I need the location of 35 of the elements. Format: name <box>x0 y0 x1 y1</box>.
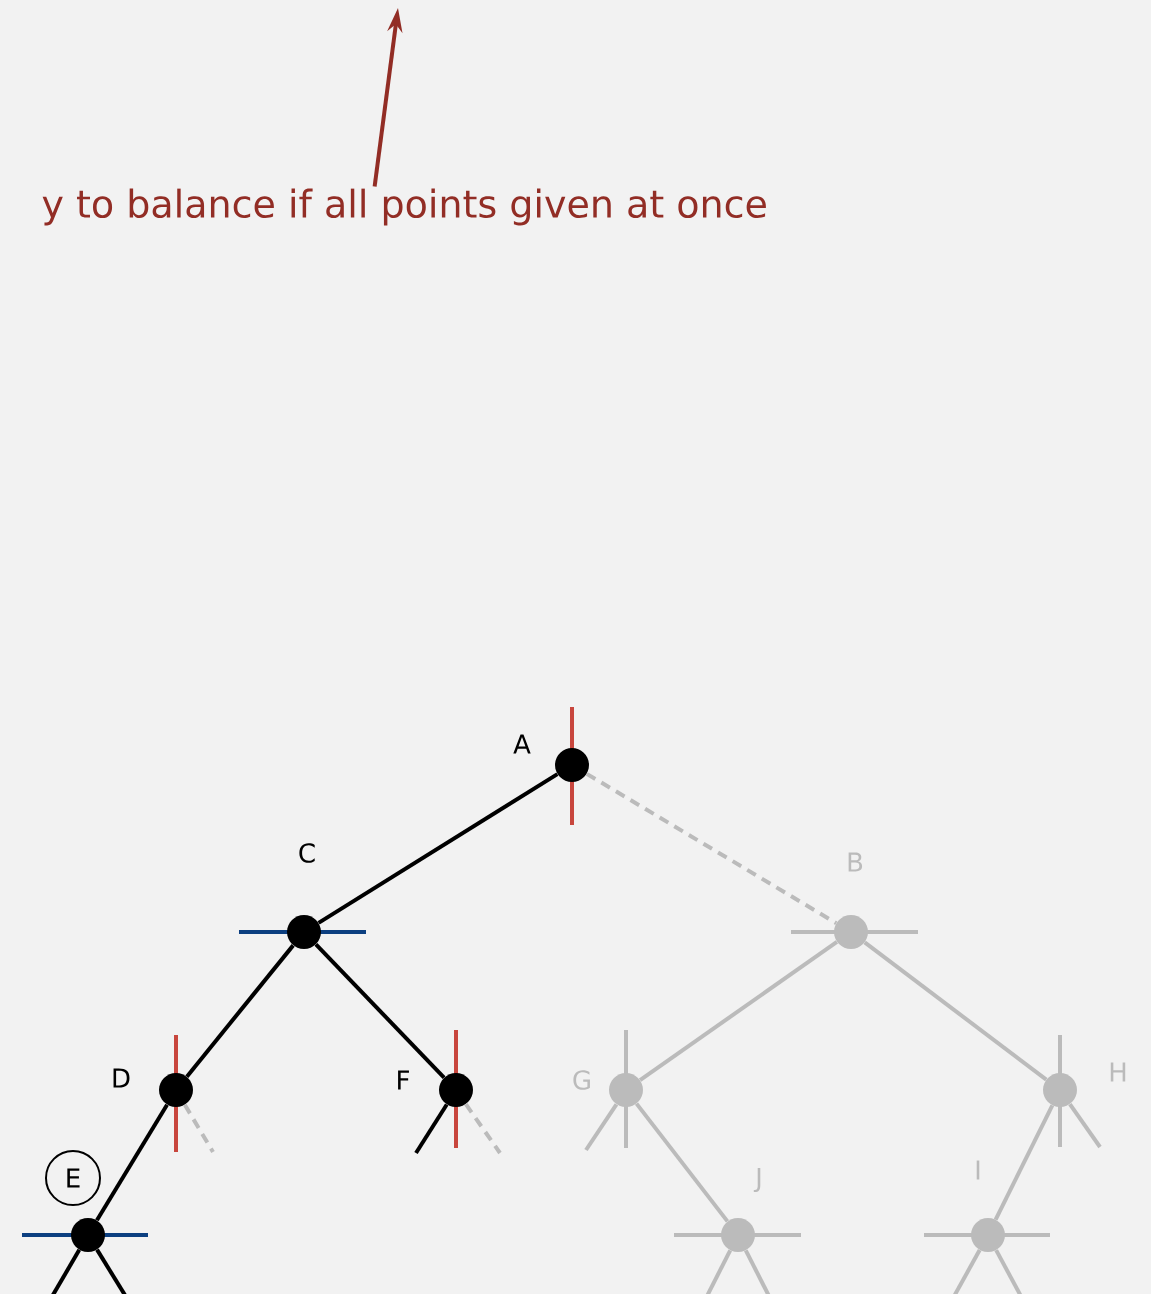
tree-edge <box>584 1103 619 1152</box>
point-dot <box>71 1218 105 1252</box>
tree-edge <box>48 1248 82 1294</box>
tree-edge <box>994 1249 1025 1294</box>
point-label: D <box>113 1068 130 1088</box>
point-dot <box>609 1073 643 1107</box>
tree-edge <box>414 1103 449 1155</box>
point-label: A <box>513 734 531 754</box>
tree-edge <box>585 772 838 925</box>
tree-edge <box>185 944 295 1078</box>
tree-edge <box>950 1249 982 1294</box>
point-dot <box>834 915 868 949</box>
tree-edge <box>703 1249 732 1294</box>
tree-edge <box>863 940 1048 1082</box>
tree-edge <box>183 1103 215 1154</box>
point-dot <box>287 915 321 949</box>
point-dot <box>159 1073 193 1107</box>
point-dot <box>721 1218 755 1252</box>
tree-edge <box>317 772 559 925</box>
tree-edge <box>95 1103 169 1222</box>
tree-edge <box>638 940 839 1082</box>
point-dot <box>439 1073 473 1107</box>
tree-edge <box>464 1102 502 1155</box>
circled-label: E <box>45 1150 101 1206</box>
point-dot <box>971 1218 1005 1252</box>
tree-edge <box>314 943 446 1079</box>
tree-edge <box>1068 1102 1102 1149</box>
tree-edge <box>993 1104 1055 1221</box>
point-dot <box>1043 1073 1077 1107</box>
tree-edge <box>744 1249 773 1294</box>
tree-edge <box>634 1102 730 1223</box>
point-label: C <box>299 843 315 863</box>
point-dot <box>555 748 589 782</box>
point-label: F <box>398 1070 409 1090</box>
annotation-text: y to balance if all points given at once <box>42 188 766 226</box>
